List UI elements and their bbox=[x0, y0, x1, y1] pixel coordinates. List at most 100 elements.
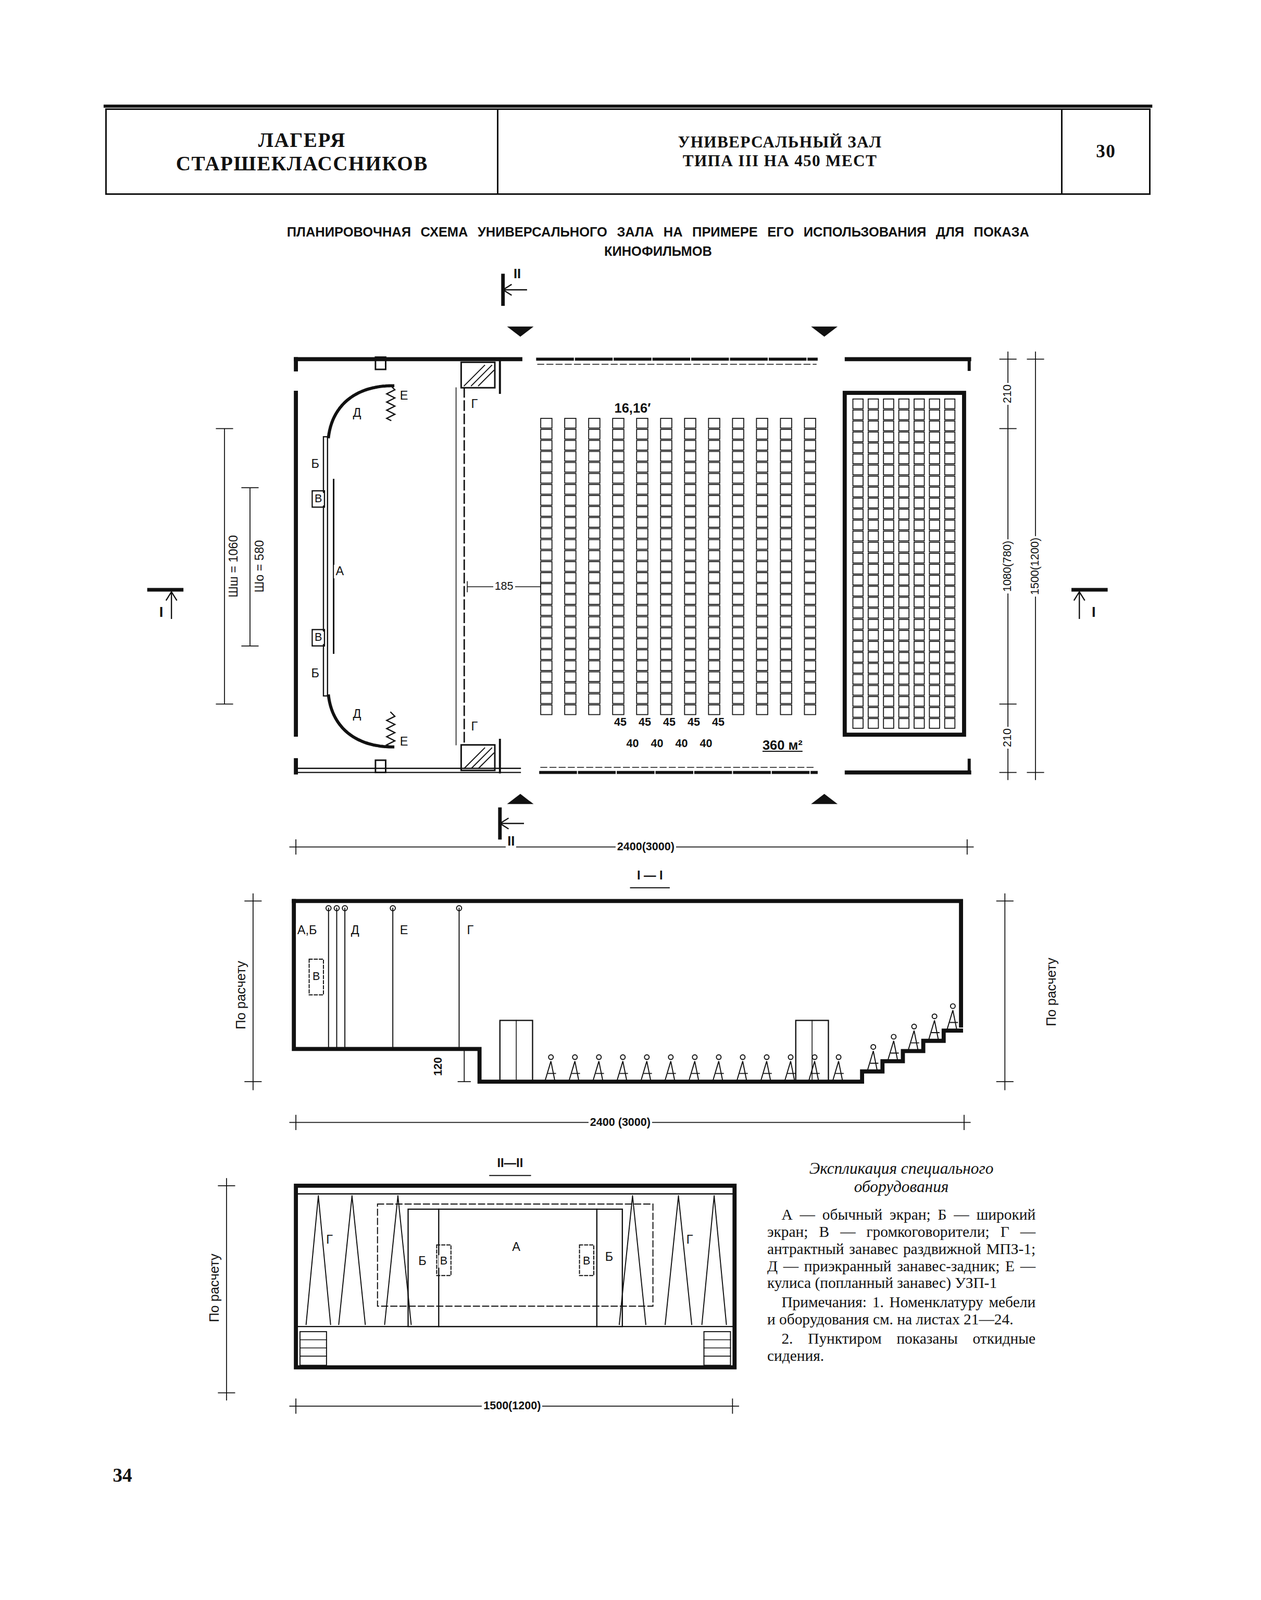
seat bbox=[732, 682, 744, 693]
drawing-line bbox=[1027, 352, 1044, 780]
seat bbox=[929, 454, 940, 465]
seat bbox=[899, 707, 910, 718]
seat bbox=[780, 495, 792, 506]
seat bbox=[756, 550, 768, 561]
chair-symbol bbox=[760, 1054, 772, 1082]
seat bbox=[804, 660, 816, 671]
equipment-letter: Б bbox=[603, 1250, 615, 1264]
seat bbox=[944, 663, 956, 673]
chair-symbol bbox=[544, 1054, 557, 1082]
seat bbox=[883, 442, 894, 453]
drawing-line bbox=[500, 818, 524, 829]
seat bbox=[929, 641, 940, 652]
seat bbox=[564, 594, 577, 605]
seat bbox=[899, 531, 910, 542]
drawing-line bbox=[328, 385, 393, 437]
seat bbox=[660, 594, 672, 605]
seat bbox=[564, 539, 577, 550]
seat bbox=[883, 718, 894, 729]
seat bbox=[883, 531, 894, 542]
seat bbox=[660, 418, 672, 429]
seat bbox=[612, 693, 624, 704]
seat bbox=[944, 641, 956, 652]
drawing-box bbox=[300, 1331, 327, 1366]
dimension: По расчету bbox=[206, 1251, 222, 1324]
seat bbox=[540, 451, 553, 461]
seat bbox=[708, 429, 720, 440]
seat bbox=[588, 528, 601, 539]
seat bbox=[732, 616, 744, 627]
seat bbox=[899, 652, 910, 663]
seat bbox=[852, 431, 864, 442]
chair-line bbox=[907, 1030, 920, 1051]
chair-line bbox=[784, 1060, 796, 1082]
seat bbox=[708, 451, 720, 461]
seat bbox=[883, 508, 894, 519]
seat bbox=[780, 462, 792, 473]
drawing-line bbox=[1073, 588, 1107, 592]
drawing-line bbox=[540, 766, 817, 768]
seat bbox=[660, 561, 672, 572]
seat bbox=[588, 594, 601, 605]
seat bbox=[852, 663, 864, 673]
row-number: 45 bbox=[710, 716, 727, 729]
seat bbox=[708, 693, 720, 704]
seat bbox=[684, 682, 696, 693]
chair-line bbox=[544, 1060, 557, 1082]
seat bbox=[883, 608, 894, 619]
seat bbox=[564, 517, 577, 528]
seat bbox=[780, 451, 792, 461]
seat bbox=[588, 440, 601, 451]
seat bbox=[564, 704, 577, 715]
seat bbox=[684, 638, 696, 649]
seat bbox=[708, 517, 720, 528]
seat bbox=[612, 704, 624, 715]
seat bbox=[868, 597, 879, 608]
seat bbox=[540, 671, 553, 682]
seat bbox=[588, 616, 601, 627]
equipment-letter: Д bbox=[351, 406, 364, 420]
seat bbox=[944, 696, 956, 707]
seat bbox=[756, 627, 768, 638]
seat bbox=[612, 528, 624, 539]
seat bbox=[564, 638, 577, 649]
seat bbox=[852, 465, 864, 476]
chair-head bbox=[572, 1054, 578, 1060]
seat bbox=[708, 583, 720, 594]
seat bbox=[732, 495, 744, 506]
seat bbox=[944, 398, 956, 409]
seat bbox=[914, 487, 925, 497]
seat bbox=[929, 619, 940, 630]
seat bbox=[929, 585, 940, 596]
seat bbox=[660, 660, 672, 671]
seat bbox=[868, 663, 879, 673]
seat bbox=[612, 473, 624, 484]
chair-line bbox=[832, 1060, 844, 1082]
seat bbox=[756, 671, 768, 682]
seat bbox=[684, 473, 696, 484]
seat bbox=[540, 638, 553, 649]
seat bbox=[708, 561, 720, 572]
chair-head bbox=[891, 1033, 896, 1039]
seat bbox=[660, 495, 672, 506]
seat bbox=[899, 674, 910, 685]
chair-head bbox=[716, 1054, 721, 1060]
seat bbox=[612, 627, 624, 638]
seat bbox=[914, 476, 925, 486]
seat bbox=[732, 671, 744, 682]
seat bbox=[944, 707, 956, 718]
seat bbox=[540, 605, 553, 616]
seat bbox=[883, 652, 894, 663]
seat bbox=[588, 561, 601, 572]
seat bbox=[756, 484, 768, 495]
seat bbox=[636, 704, 648, 715]
seat bbox=[804, 594, 816, 605]
seat bbox=[564, 528, 577, 539]
seat bbox=[883, 585, 894, 596]
equipment-letter: Е bbox=[398, 389, 410, 403]
seat bbox=[852, 420, 864, 431]
seat bbox=[868, 718, 879, 729]
chair-head bbox=[788, 1054, 793, 1060]
seat bbox=[540, 704, 553, 715]
seat bbox=[636, 649, 648, 660]
